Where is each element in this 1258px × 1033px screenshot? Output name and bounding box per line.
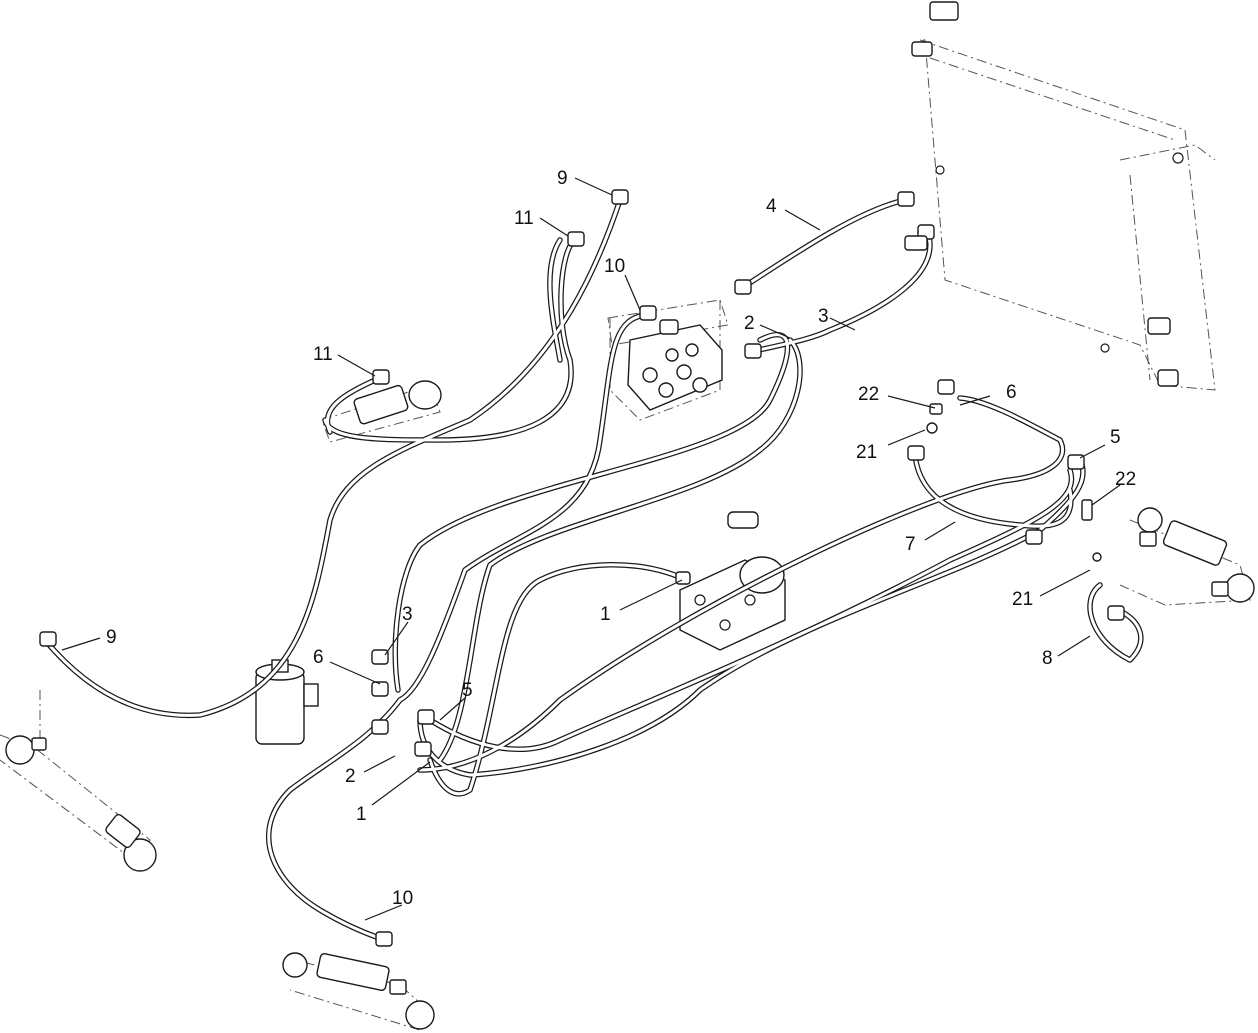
callout-4: 4 [766,196,777,217]
callout-1: 1 [356,804,367,825]
callout-6: 6 [313,647,324,668]
hose-core [428,563,684,796]
callout-5: 5 [462,680,473,701]
callout-11: 11 [514,208,534,229]
fittings [39,189,1125,947]
callout-2: 2 [744,313,755,334]
callout-9: 9 [106,627,117,648]
callout-11: 11 [313,344,333,365]
callout-1: 1 [600,604,611,625]
hose-core [267,698,402,942]
hose-outline [42,197,623,719]
callout-9: 9 [557,168,568,189]
oil-cooler-phantom [911,1,1216,391]
hydraulic-pump [679,511,786,651]
hose-lines [42,197,1144,943]
hose-core [418,458,1085,777]
leader-lines [61,177,1121,921]
hose-core [398,313,647,702]
control-valve [607,299,729,421]
lift-cylinder-left [0,690,157,872]
hose-core [438,338,802,762]
callout-10: 10 [604,256,625,277]
callout-3: 3 [818,306,829,327]
callout-10: 10 [392,888,413,909]
hose-core [548,238,562,362]
callout-22: 22 [1115,469,1136,490]
hose-outline [912,452,1074,529]
callout-3: 3 [402,604,413,625]
callout-22: 22 [858,384,879,405]
callout-21: 21 [1012,589,1033,610]
hose-core [740,198,907,290]
callout-5: 5 [1110,427,1121,448]
hose-core [418,396,1064,772]
hose-core [393,333,789,692]
hose-core [913,453,1073,528]
callout-2: 2 [345,766,356,787]
callout-labels: 9 11 10 11 4 2 3 22 6 21 5 22 7 1 21 8 9… [106,168,1136,909]
lift-cylinder-bottom [282,952,435,1031]
callout-7: 7 [905,534,916,555]
hose-core [326,376,382,434]
callout-6: 6 [1006,382,1017,403]
lift-cylinder-upper-left [321,380,442,443]
callout-8: 8 [1042,648,1053,669]
hose-core [1088,583,1143,662]
hose-core [323,238,577,442]
lift-cylinder-right [1119,507,1255,606]
callout-21: 21 [856,442,877,463]
steering-motor [255,659,319,745]
hose-core [43,198,622,717]
hose-core [428,468,1073,751]
